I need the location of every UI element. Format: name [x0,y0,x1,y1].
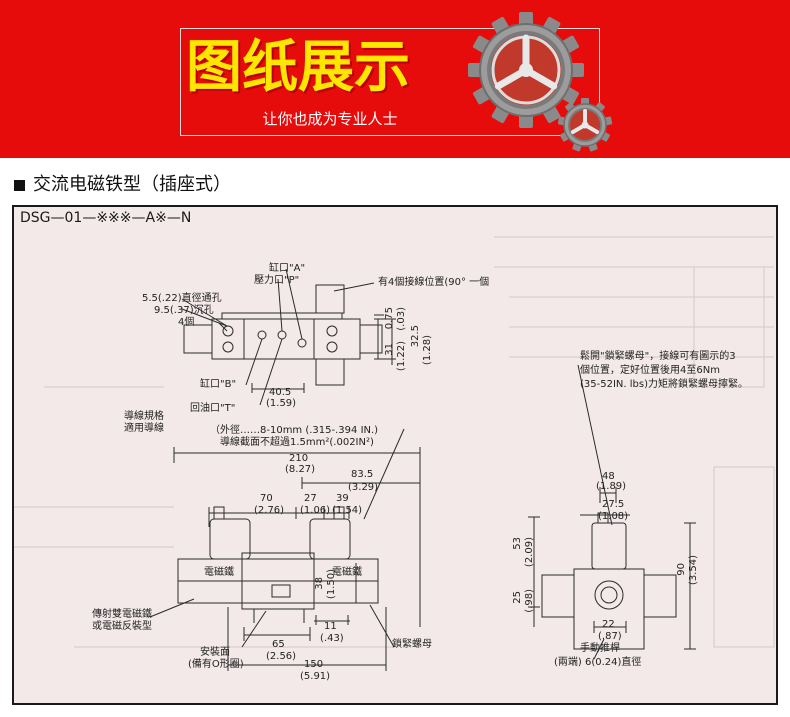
dim-27-5: 27.5 [602,499,625,510]
nut-note-line-2: 個位置，定好位置後用4至6Nm [580,365,720,376]
dim-1-22: (1.22) [396,341,407,372]
solenoid-text-left: 電磁鐵 [204,567,234,578]
dim-8-27: (8.27) [285,464,316,475]
lock-nut-label: 鎖緊螺母 [392,639,432,650]
gear-icon [468,12,584,128]
dim-0-87: (.87) [598,631,622,642]
dim-0-75: 0.75 [384,307,395,330]
dim-70: 70 [260,493,273,504]
dim-48: 48 [602,471,615,482]
nut-note-line-3: (35-52IN. lbs)力矩將鎖緊螺母擰緊。 [580,379,748,390]
port-t-label: 回油口"T" [190,403,236,414]
dim-1-54: (1.54) [332,505,363,516]
dim-2-09: (2.09) [524,537,535,568]
dim-1-08: (1.08) [598,511,629,522]
push-rod-diameter-label: (兩端) 6(0.24)直徑 [554,657,642,668]
hole-count-label: 4個 [178,317,195,328]
dim-38: 38 [314,577,325,590]
technical-drawing: DSG—01—※※※—A※—N 缸口"A" 壓力口"P" 5.5(.22)直徑通… [12,205,778,705]
gear-icon [557,98,613,152]
banner-frame [180,28,600,136]
header-banner: 图纸展示 让你也成为专业人士 [0,0,790,158]
section-area-note: 導線截面不超過1.5mm²(.002IN²) [220,437,374,448]
dim-40-5: 40.5 [269,387,292,398]
wiring-position-note: 有4個接線位置(90° 一個 [378,277,490,288]
dim-150: 150 [304,659,324,670]
push-rod-label: 手動推桿 [580,643,620,654]
dim-1-06: (1.06) [300,505,331,516]
port-p-label: 壓力口"P" [254,275,300,286]
dim-1-59: (1.59) [266,398,297,409]
dim-11: 11 [324,621,337,632]
dim-25: 25 [512,591,523,604]
model-code: DSG—01—※※※—A※—N [20,210,192,226]
dim-1-28: (1.28) [422,335,433,366]
dim-39: 39 [336,493,349,504]
dim-5-91: (5.91) [300,671,331,682]
section-title: 交流电磁铁型（插座式） [33,174,231,195]
dim-210: 210 [289,453,309,464]
drawing-lines [14,236,775,671]
dim-83-5: 83.5 [351,469,374,480]
nut-note-line-1: 鬆開"鎖緊螺母"，接線可有圖示的3 [580,351,736,362]
banner-subtitle: 让你也成为专业人士 [262,110,398,128]
dim-32-5: 32.5 [410,325,421,348]
cable-apply-label: 適用導線 [124,423,164,434]
dim-27: 27 [304,493,317,504]
port-a-label: 缸口"A" [269,263,306,274]
dim-2-76: (2.76) [254,505,285,516]
dim-3-29: (3.29) [348,482,379,493]
dim-2-56: (2.56) [266,651,297,662]
double-solenoid-label: 傳射雙電磁鐵 [92,609,152,620]
o-ring-label: (備有O形圈) [188,659,244,670]
solenoid-text-right: 電磁鐵 [332,567,362,578]
dim-0-98: (.98) [524,589,535,613]
dim-31: 31 [384,343,395,356]
reverse-solenoid-label: 或電磁反裝型 [92,621,152,632]
outer-diameter-note: （外徑……8-10mm (.315-.394 IN.) [210,425,379,436]
cable-spec-label: 導線規格 [124,411,164,422]
port-b-label: 缸口"B" [200,379,237,390]
banner-title: 图纸展示 [186,35,410,100]
dim-0-43: (.43) [320,633,344,644]
dim-22: 22 [602,619,615,630]
dim-90: 90 [676,563,687,576]
dim-1-89: (1.89) [596,481,627,492]
through-hole-label: 5.5(.22)直徑通孔 [142,293,222,304]
counterbore-label: 9.5(.37)沉孔 [154,305,214,316]
bullet-square-icon [14,179,25,191]
section-heading: 交流电磁铁型（插座式） [14,172,231,198]
dim-53: 53 [512,537,523,550]
dim-0-03: (.03) [396,307,407,331]
dim-3-54: (3.54) [688,555,699,586]
mounting-face-label: 安裝面 [200,647,230,658]
dim-65: 65 [272,639,285,650]
